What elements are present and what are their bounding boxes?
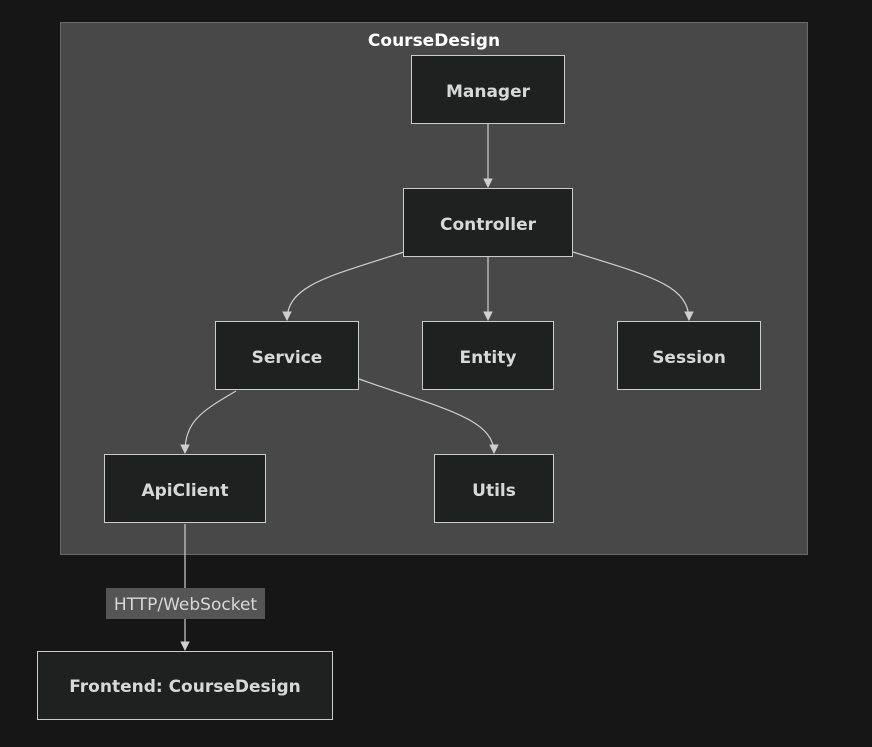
- node-label: Session: [652, 348, 726, 368]
- cluster-title: CourseDesign: [368, 31, 500, 51]
- node-box[interactable]: [411, 55, 565, 124]
- node-session[interactable]: Session: [617, 321, 761, 390]
- node-label: Frontend: CourseDesign: [69, 677, 300, 697]
- edge-label-http-websocket: HTTP/WebSocket: [106, 588, 265, 619]
- edge-service-apiclient: [180, 390, 237, 454]
- node-box[interactable]: [617, 321, 761, 390]
- node-box[interactable]: [434, 454, 554, 523]
- edge-service-utils: [358, 378, 499, 454]
- node-box[interactable]: [37, 651, 333, 720]
- node-apiclient[interactable]: ApiClient: [104, 454, 266, 523]
- edge-label-text: HTTP/WebSocket: [114, 595, 258, 615]
- edge-label-background: [106, 588, 265, 619]
- node-controller[interactable]: Controller: [403, 188, 573, 257]
- edge-controller-service: [282, 251, 405, 321]
- node-box[interactable]: [104, 454, 266, 523]
- node-label: Entity: [460, 348, 517, 368]
- node-box[interactable]: [403, 188, 573, 257]
- node-entity[interactable]: Entity: [422, 321, 554, 390]
- node-manager[interactable]: Manager: [411, 55, 565, 124]
- node-label: ApiClient: [141, 481, 228, 501]
- node-utils[interactable]: Utils: [434, 454, 554, 523]
- node-service[interactable]: Service: [215, 321, 359, 390]
- node-label: Manager: [446, 82, 531, 102]
- node-box[interactable]: [215, 321, 359, 390]
- node-label: Utils: [472, 481, 516, 501]
- node-label: Controller: [440, 215, 537, 235]
- node-frontend[interactable]: Frontend: CourseDesign: [37, 651, 333, 720]
- edge-controller-session: [572, 251, 694, 321]
- node-box[interactable]: [422, 321, 554, 390]
- node-label: Service: [252, 348, 323, 368]
- edges: [180, 124, 694, 651]
